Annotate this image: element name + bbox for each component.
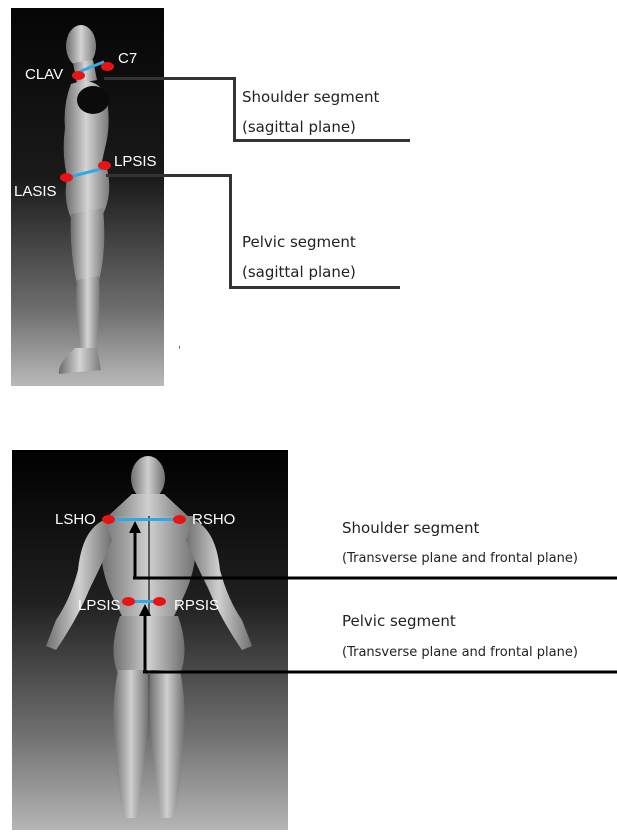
back-pelvic-caption-title: Pelvic segment	[342, 614, 456, 629]
pelvic-arrow-head	[139, 604, 151, 616]
back-pelvic-caption-plane: (Transverse plane and frontal plane)	[342, 646, 578, 659]
back-shoulder-caption-plane: (Transverse plane and frontal plane)	[342, 552, 578, 565]
back-shoulder-caption-title: Shoulder segment	[342, 521, 479, 536]
shoulder-arrow-head	[129, 521, 141, 533]
